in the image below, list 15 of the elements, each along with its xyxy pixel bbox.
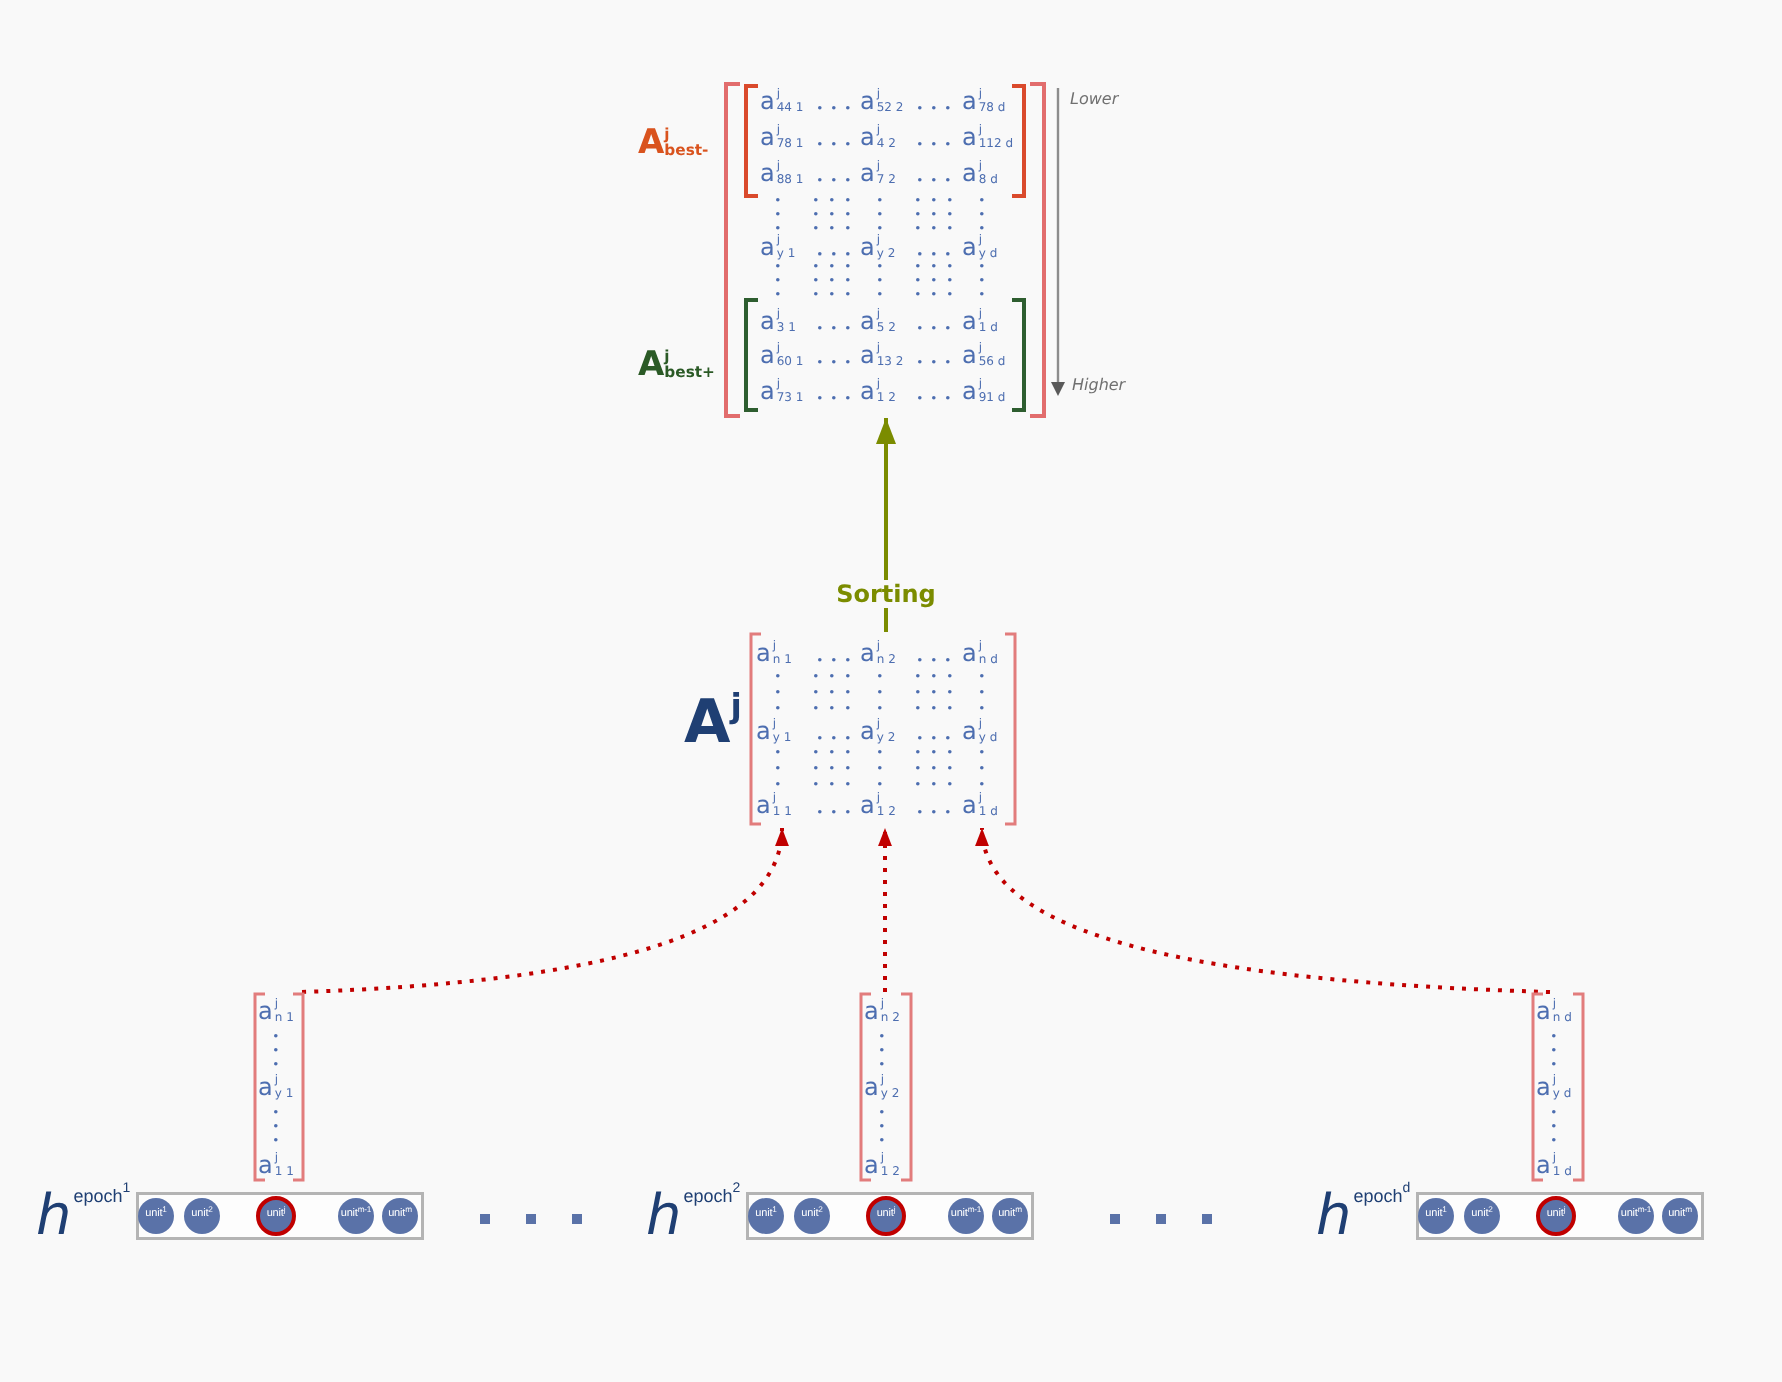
matrix-block [636, 84, 1026, 198]
dotted-arrow [978, 827, 1551, 994]
direction-label: Higher [1072, 378, 1126, 394]
column-vector [252, 992, 304, 1182]
dotted-arrow [878, 828, 892, 992]
column-vector [1530, 992, 1584, 1182]
matrix-block [636, 298, 1026, 412]
direction-label: Lower [1070, 92, 1119, 108]
arrow [876, 418, 896, 632]
dotted-arrow [301, 827, 787, 994]
matrix-label: A$^{j}$ [684, 694, 742, 754]
hidden-layer [642, 1188, 1034, 1244]
sorted-matrix [632, 82, 1046, 418]
column-vector [858, 992, 912, 1182]
hidden-layer [32, 1188, 424, 1244]
